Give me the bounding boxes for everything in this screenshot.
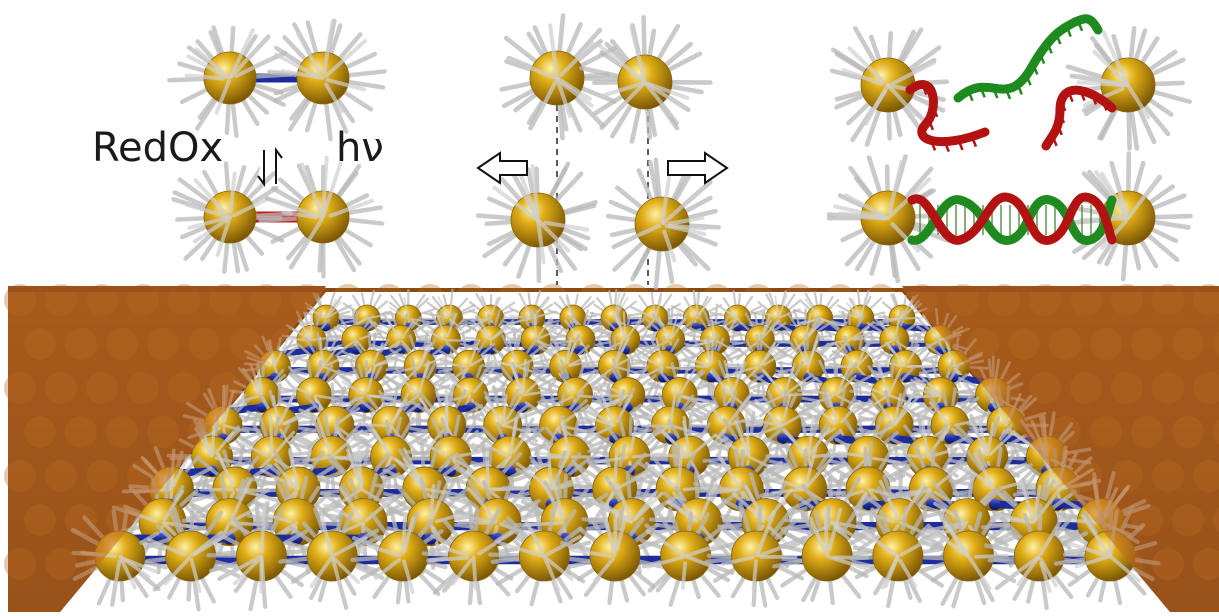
ligand bbox=[754, 561, 756, 588]
redox-label: RedOx bbox=[92, 128, 223, 168]
ligand bbox=[535, 315, 536, 337]
particle-stretched-right bbox=[608, 160, 718, 288]
ligand bbox=[474, 558, 476, 588]
ligand bbox=[448, 340, 469, 341]
ligand bbox=[907, 366, 932, 367]
harpoon-down bbox=[258, 150, 264, 184]
stretching-panel bbox=[478, 15, 727, 287]
particle-unstretched-left bbox=[502, 15, 617, 138]
ligand bbox=[271, 415, 272, 455]
ligand bbox=[487, 453, 488, 487]
particle-dna-bottom-right bbox=[1069, 154, 1190, 280]
ligand bbox=[615, 449, 617, 488]
particle-stretched-left bbox=[478, 164, 595, 281]
ligand bbox=[212, 423, 214, 455]
particle-dna-bottom-left bbox=[829, 156, 948, 281]
ligand bbox=[359, 425, 389, 426]
left-support-top bbox=[8, 286, 326, 292]
ligand bbox=[712, 334, 714, 363]
dna-hybridization-panel bbox=[829, 19, 1191, 281]
ligand bbox=[906, 318, 924, 319]
ligand bbox=[446, 391, 447, 424]
ligand bbox=[911, 396, 938, 398]
ligand bbox=[615, 511, 616, 551]
ligand bbox=[262, 507, 265, 552]
ligand bbox=[825, 512, 827, 556]
ligand bbox=[697, 293, 698, 314]
ligand bbox=[430, 558, 466, 560]
arrow-right-icon bbox=[668, 153, 727, 183]
right-support-top bbox=[902, 286, 1219, 292]
ligand bbox=[262, 557, 265, 589]
ligand bbox=[624, 312, 625, 336]
ligand bbox=[683, 563, 685, 587]
light-label: hν bbox=[336, 128, 384, 168]
ligand bbox=[976, 556, 1007, 557]
